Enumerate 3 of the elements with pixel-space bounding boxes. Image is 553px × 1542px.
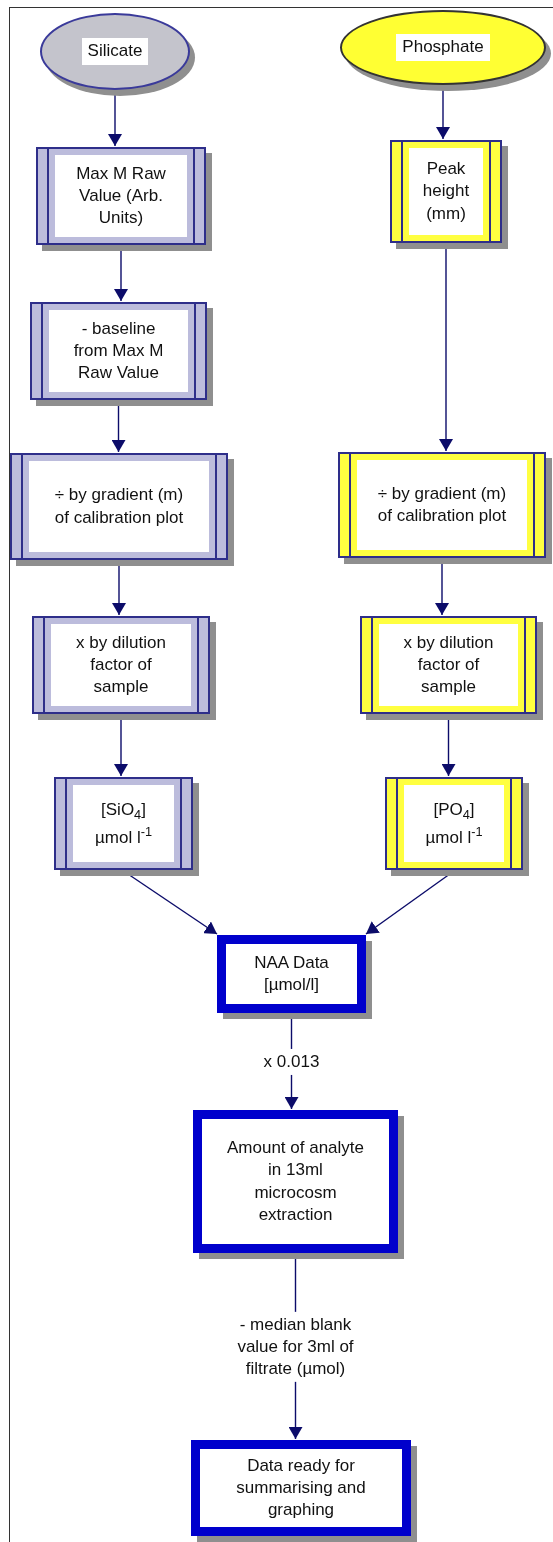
node-label: Phosphate [396,34,490,61]
edge-label: x 0.013 [261,1048,322,1075]
node-label: Silicate [81,38,149,65]
